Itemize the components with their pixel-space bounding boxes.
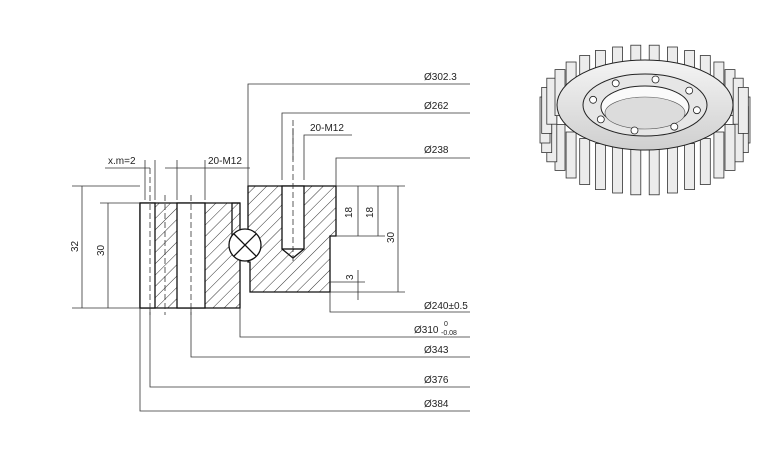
gear-3d-view	[539, 44, 751, 196]
gear-tooth	[630, 148, 642, 196]
label-h30-right: 30	[386, 231, 397, 243]
bolt-hole	[630, 126, 639, 135]
label-h3: 3	[345, 274, 356, 280]
label-d262: Ø262	[424, 101, 449, 112]
label-h18-a: 18	[344, 206, 355, 218]
label-d343: Ø343	[424, 345, 449, 356]
gear-tooth	[565, 131, 577, 179]
bolt-hole	[685, 86, 694, 95]
gear-tooth	[666, 146, 678, 194]
dimension-lines	[72, 83, 470, 412]
label-d376: Ø376	[424, 375, 449, 386]
dimension-labels: Ø302.3 Ø262 20-M12 Ø238 x.m=2 20-M12 18 …	[70, 72, 468, 410]
bolt-holes	[589, 75, 701, 135]
gear-tooth	[595, 143, 606, 190]
label-module: x.m=2	[108, 156, 136, 167]
bolt-hole	[693, 106, 701, 115]
label-h32: 32	[70, 240, 81, 252]
bolt-hole	[589, 95, 597, 104]
label-h30-left: 30	[96, 244, 107, 256]
bolt-hole	[596, 115, 605, 124]
bolt-hole	[611, 79, 620, 88]
gear-tooth	[579, 138, 591, 185]
bolt-hole	[651, 75, 660, 84]
gear-tooth	[684, 143, 695, 190]
label-d384: Ø384	[424, 399, 449, 410]
label-tol-upper: 0	[444, 321, 448, 328]
label-tol-lower: -0.08	[441, 330, 457, 337]
gear-tooth	[724, 123, 736, 171]
gear-tooth-zone	[139, 202, 156, 309]
label-d302: Ø302.3	[424, 72, 457, 83]
label-d238: Ø238	[424, 145, 449, 156]
bolt-hole	[670, 122, 679, 131]
label-d240: Ø240±0.5	[424, 301, 468, 312]
gear-tooth	[737, 86, 749, 134]
label-d310: Ø310	[414, 325, 439, 336]
section-view	[139, 120, 337, 315]
gear-tooth	[612, 146, 623, 194]
gear-tooth	[713, 131, 725, 179]
label-h18-b: 18	[365, 206, 376, 218]
gear-tooth	[699, 138, 711, 185]
label-m12-top: 20-M12	[310, 123, 344, 134]
gear-tooth	[648, 148, 660, 196]
label-m12-left: 20-M12	[208, 156, 242, 167]
